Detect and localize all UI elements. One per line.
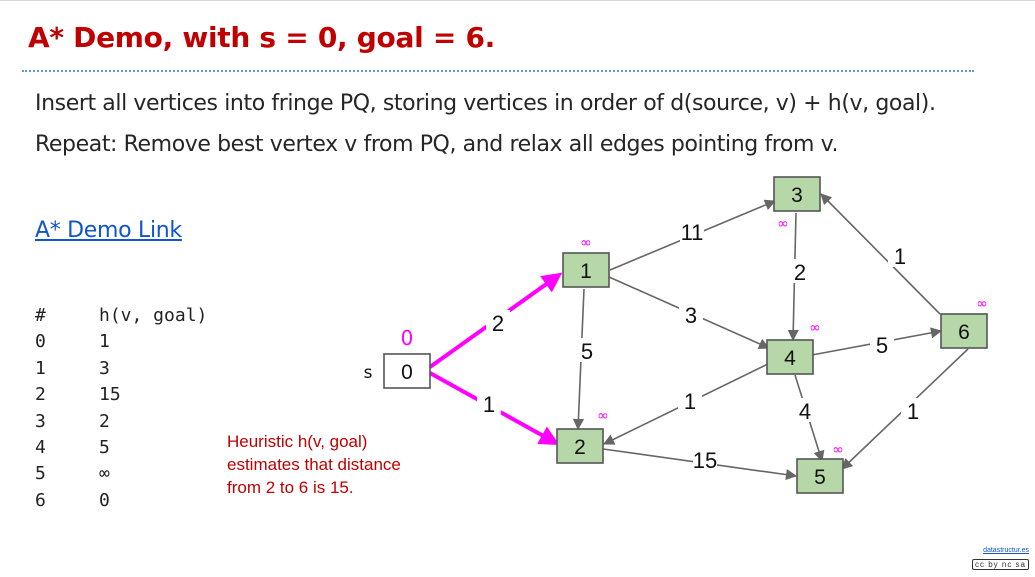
node-distance-1: ∞ [580,235,592,251]
node-label-3: 3 [791,184,803,207]
edge-label-bg [679,302,703,326]
edge-label-bg [870,332,894,356]
table-row: 0 1 [35,329,249,355]
table-header-row: # h(v, goal) [35,303,249,329]
slide-title: A* Demo, with s = 0, goal = 6. [28,21,495,54]
table-cell-vertex: 6 [35,489,46,511]
table-cell-heuristic: 3 [99,357,110,379]
table-row: 2 15 [35,382,249,408]
node-label-4: 4 [784,347,796,370]
table-cell-vertex: 2 [35,384,46,406]
instruction-line-2: Repeat: Remove best vertex v from PQ, an… [35,132,839,157]
node-distance-6: ∞ [976,296,988,312]
edge-label-bg [486,310,510,334]
node-distance-5: ∞ [832,442,844,458]
edge-weight-6-3: 1 [894,244,906,269]
edge-label-bg [793,398,817,422]
table-row: 5 ∞ [35,461,249,487]
edge-label-bg [678,388,702,412]
edge-weight-1-2: 5 [581,339,593,364]
node-label-6: 6 [958,321,970,344]
node-1 [562,252,610,288]
edge-label-bg [888,243,912,267]
table-cell-vertex: 1 [35,357,46,379]
node-6 [940,313,988,349]
edge-label-bg [575,338,599,362]
title-divider [22,70,974,72]
node-distance-0: 0 [401,326,414,350]
edge-label-bg [477,391,501,415]
table-row: 1 3 [35,356,249,382]
table-cell-heuristic: 1 [99,331,110,353]
node-distance-3: ∞ [777,216,789,232]
edge-weight-0-2: 1 [483,392,495,417]
table-cell-heuristic: 15 [99,384,121,406]
node-0 [383,353,431,389]
table-cell-heuristic: 5 [99,436,110,458]
table-cell-heuristic: ∞ [99,463,110,485]
edge-weight-0-1: 2 [492,311,504,336]
node-label-0: 0 [401,361,413,384]
table-cell-heuristic: 2 [99,410,110,432]
edge-weight-2-5: 15 [693,448,717,473]
node-label-5: 5 [814,466,826,489]
node-5 [796,458,844,494]
instruction-line-1: Insert all vertices into fringe PQ, stor… [35,91,936,116]
edge-weight-4-2: 1 [684,389,696,414]
edge-weight-6-5: 1 [907,399,919,424]
edge-weight-1-3: 11 [681,220,704,245]
table-cell-vertex: 0 [35,331,46,353]
edge-label-bg [788,259,812,283]
source-label: s [364,363,373,383]
edge-weight-4-6: 5 [876,333,888,358]
footer-logo: datastructur.es cc by nc sa [971,547,1029,572]
heuristic-table: # h(v, goal) 0 1 1 3 2 15 3 2 4 5 5 ∞ 6 [35,303,249,514]
edge-weight-1-4: 3 [685,303,697,328]
edge-label-bg [680,219,704,243]
edge-label-bg [693,447,717,471]
table-cell-vertex: 5 [35,463,46,485]
edge-6-3 [820,193,941,315]
table-row: 6 0 [35,488,249,514]
table-row: 4 5 [35,435,249,461]
license-badge-icon: cc by nc sa [971,559,1029,570]
table-header-heuristic: h(v, goal) [99,305,208,326]
table-cell-vertex: 3 [35,410,46,432]
footer-site-link[interactable]: datastructur.es [983,547,1029,554]
table-cell-heuristic: 0 [99,489,110,511]
node-label-2: 2 [574,436,586,459]
table-header-vertex: # [35,305,46,326]
node-distance-4: ∞ [809,320,821,336]
node-distance-2: ∞ [597,408,609,424]
demo-link[interactable]: A* Demo Link [35,218,182,243]
edge-weight-4-5: 4 [799,399,811,424]
node-3 [773,176,821,212]
node-4 [766,339,814,375]
node-2 [556,428,604,464]
node-label-1: 1 [580,260,592,283]
table-cell-vertex: 4 [35,436,46,458]
heuristic-note: Heuristic h(v, goal) estimates that dist… [227,432,401,497]
edge-label-bg [901,398,925,422]
table-row: 3 2 [35,409,249,435]
edge-weight-3-4: 2 [794,260,806,285]
